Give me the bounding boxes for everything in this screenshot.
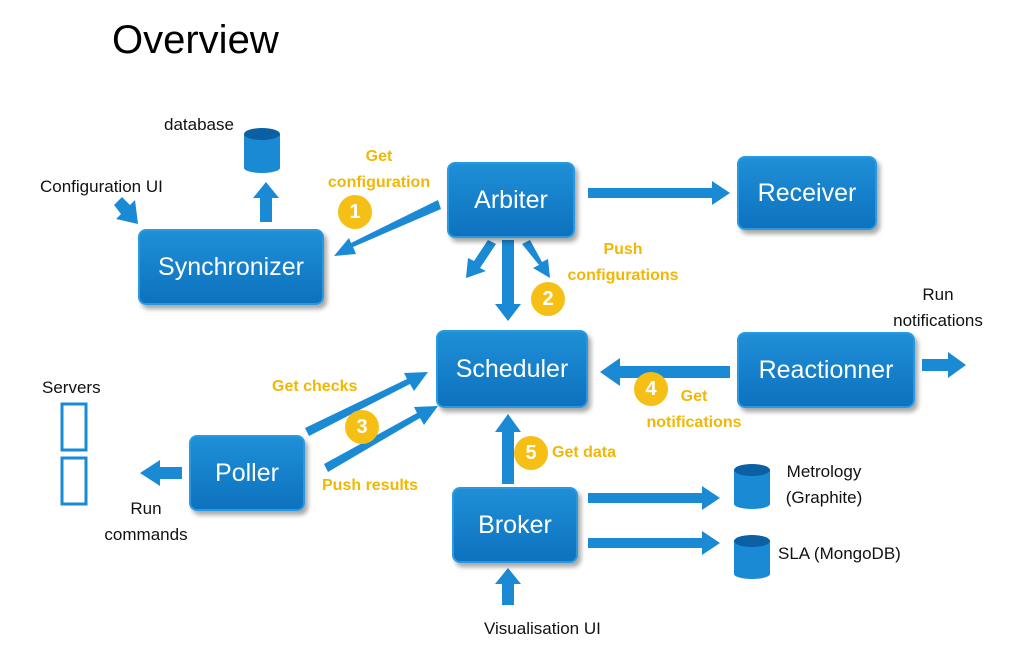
database-icon	[734, 464, 770, 509]
arbiter-box: Arbiter	[447, 162, 575, 238]
receiver-box: Receiver	[737, 156, 877, 230]
scheduler-box: Scheduler	[436, 330, 588, 408]
visualisation-ui-label: Visualisation UI	[484, 619, 601, 638]
broker-box: Broker	[452, 487, 578, 563]
arrow-broker-metrology	[588, 486, 720, 510]
server-icon	[60, 456, 88, 506]
arrow-arbiter-synchronizer	[334, 200, 441, 256]
synchronizer-box: Synchronizer	[138, 229, 324, 305]
arrow-push-results	[324, 406, 438, 472]
arrow-arbiter-scheduler-right	[522, 240, 550, 278]
arrow-arbiter-scheduler-left	[466, 240, 496, 278]
arrow-configui-sync	[114, 197, 138, 224]
servers-label: Servers	[42, 378, 101, 397]
database-icon	[734, 535, 770, 579]
metrology-label: Metrology (Graphite)	[785, 462, 863, 507]
step-badge-4: 4	[634, 372, 668, 406]
arrow-reactionner-scheduler	[600, 358, 730, 386]
arrow-run-commands	[140, 460, 182, 486]
database-icon	[244, 128, 280, 173]
arrow-run-notifications	[922, 352, 966, 378]
poller-box: Poller	[189, 435, 305, 511]
step-badge-3: 3	[345, 410, 379, 444]
configuration-ui-label: Configuration UI	[40, 177, 163, 196]
step-get-checks: Get checks	[272, 378, 358, 395]
step-badge-2: 2	[531, 282, 565, 316]
database-label: database	[164, 115, 234, 134]
sla-label: SLA (MongoDB)	[778, 544, 901, 563]
arrow-broker-sla	[588, 531, 720, 555]
step-get-configuration: Get configuration	[327, 148, 431, 191]
arrow-arbiter-scheduler-main	[495, 240, 521, 321]
arrow-arbiter-receiver	[588, 181, 730, 205]
arrow-get-checks	[305, 372, 428, 436]
step-badge-5: 5	[514, 436, 548, 470]
reactionner-box: Reactionner	[737, 332, 915, 408]
arrow-broker-scheduler	[495, 414, 521, 484]
server-icon	[60, 402, 88, 452]
step-push-configurations: Push configurations	[567, 241, 679, 284]
page-title: Overview	[112, 18, 279, 62]
step-get-notifications: Get notifications	[646, 388, 742, 431]
run-notifications-label: Run notifications	[893, 285, 983, 330]
step-badge-1: 1	[338, 195, 372, 229]
arrow-visui-broker	[495, 568, 521, 605]
step-push-results: Push results	[322, 477, 419, 494]
arrow-sync-database	[253, 182, 279, 222]
run-commands-label: Run commands	[104, 499, 188, 544]
step-get-data: Get data	[552, 444, 617, 461]
